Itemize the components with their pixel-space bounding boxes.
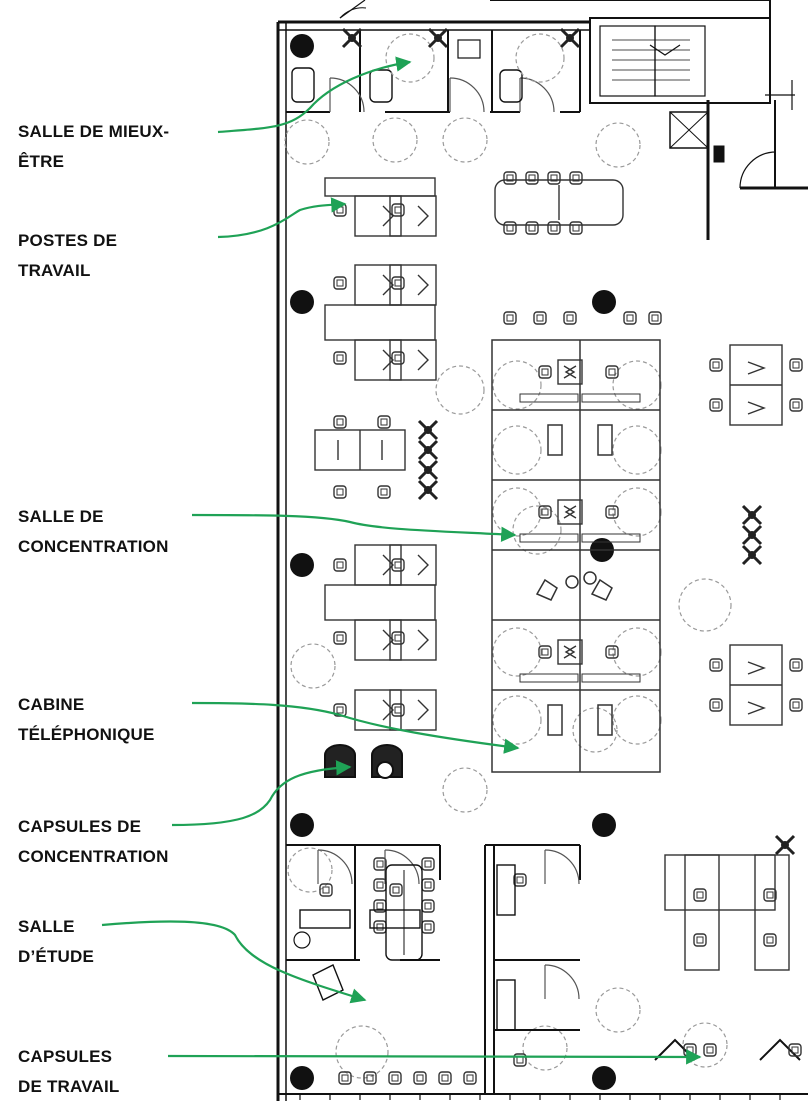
building-walls [276,0,808,1101]
focus-rooms-block [491,339,661,773]
label-focus-room: SALLE DE CONCENTRATION [18,507,169,556]
label-study-room: SALLE D’ÉTUDE [18,917,95,966]
dashed-circles [284,33,732,1079]
arrow-workstations [217,197,347,239]
focus-pods-units [324,744,403,779]
arrow-study-room [101,920,367,1004]
bottom-rooms [286,844,802,1094]
workstation-clusters [314,177,790,971]
arrow-wellness [217,56,412,134]
arrow-focus-pods [171,760,352,827]
columns [290,34,616,1090]
label-focus-pods: CAPSULES DE CONCENTRATION [18,817,169,866]
label-workstations: POSTES DE TRAVAIL [18,231,118,280]
label-wellness-room: SALLE DE MIEUX- ÊTRE [18,122,170,171]
callout-arrows [101,56,702,1065]
arrow-focus-room [191,513,517,542]
chairs [319,171,803,1085]
top-rooms [286,30,795,113]
arrow-work-pods [167,1049,702,1065]
label-work-pods: CAPSULES DE TRAVAIL [18,1047,120,1096]
label-phone-booth: CABINE TÉLÉPHONIQUE [18,695,155,744]
arrow-phone-booth [191,701,520,754]
